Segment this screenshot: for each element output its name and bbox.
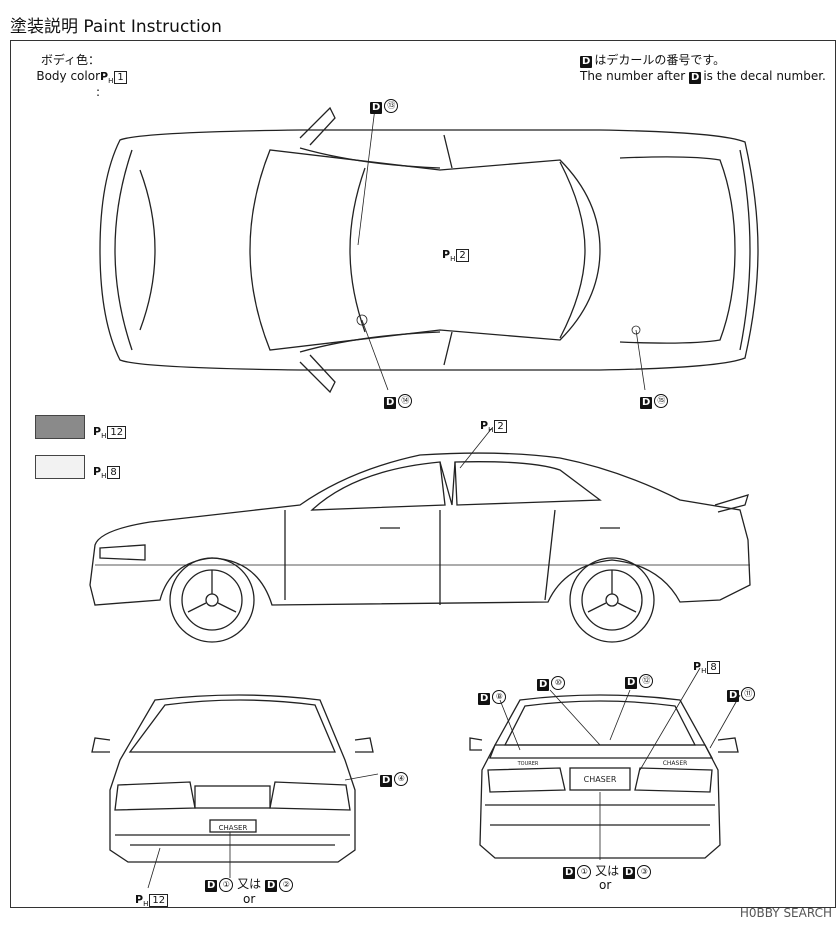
- rear-view-drawing: [469, 694, 739, 859]
- front-or: or: [243, 892, 256, 906]
- swatch-white: [35, 455, 85, 479]
- decal-mark-icon: D: [580, 56, 593, 68]
- rear-plate-text: CHASER: [584, 775, 617, 784]
- page-title: 塗装説明 Paint Instruction: [10, 17, 222, 37]
- rear-badge-right: CHASER: [663, 760, 688, 767]
- body-color-label: ボディ色： Body color :: [30, 52, 100, 100]
- instruction-frame: [10, 40, 836, 908]
- top-view-drawing: [99, 106, 759, 394]
- swatch-gray: [35, 415, 85, 439]
- front-view-drawing: [91, 694, 374, 863]
- body-color-code: 1: [114, 71, 127, 84]
- side-view-drawing: [89, 452, 751, 643]
- watermark: H0BBY SEARCH: [739, 906, 832, 920]
- body-color-jp: ボディ色：: [40, 53, 100, 67]
- body-color-en: Body color :: [36, 69, 100, 99]
- rear-badge-left: TOURER: [517, 761, 539, 767]
- front-plate-text: CHASER: [219, 824, 248, 832]
- rear-or: or: [599, 878, 612, 892]
